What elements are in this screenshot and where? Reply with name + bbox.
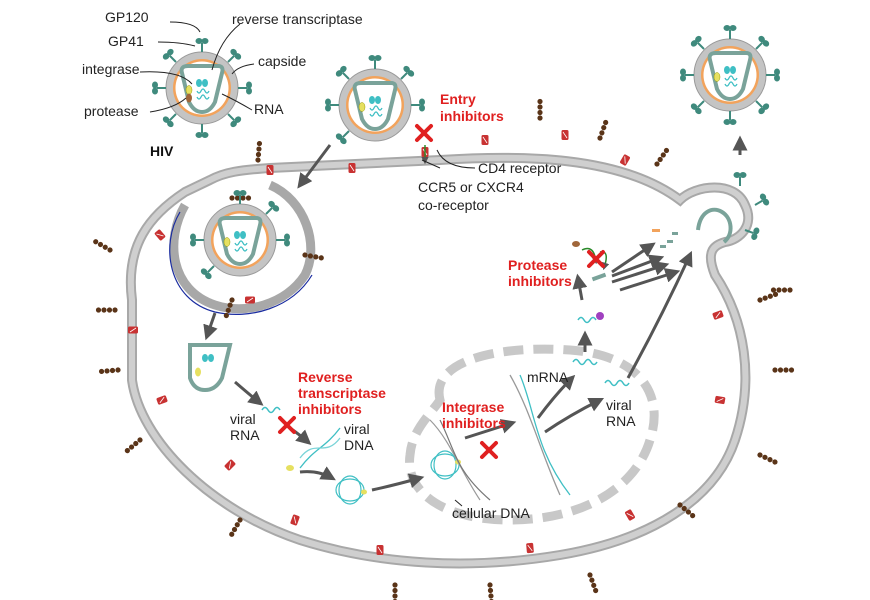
- cellular-dna-label: cellular DNA: [452, 505, 530, 521]
- protease-cleavage: [572, 229, 678, 282]
- rt-inhibitor-x: [278, 416, 296, 434]
- legend-leader-lines: [139, 21, 255, 113]
- coreceptor-label-line1: CCR5 or CXCR4: [418, 179, 524, 195]
- entry-virion: [324, 54, 426, 147]
- gp120-label: GP120: [105, 9, 149, 25]
- integrase-inhibitor-x: [480, 441, 498, 459]
- rt-inhibitors-line1: Reverse: [298, 369, 353, 385]
- mrna-label: mRNA: [527, 369, 569, 385]
- circular-dna-in-nucleus: [430, 450, 460, 480]
- uncoated-capsid: [188, 343, 233, 393]
- viral-dna-label-line1: viral: [344, 421, 370, 437]
- capside-label: capside: [258, 53, 306, 69]
- integrase-label: integrase: [82, 61, 140, 77]
- viral-rna-strand: [261, 406, 281, 414]
- endocytic-pocket: [169, 180, 316, 315]
- entry-inhibitor-x: [415, 124, 433, 142]
- protease-inhibitors-line2: inhibitors: [508, 273, 572, 289]
- viral-dna-helix: [299, 427, 341, 469]
- hiv-virion-legend: [151, 37, 253, 139]
- viral-rna-label-line1: viral: [230, 411, 256, 427]
- integrase-inhibitors-line2: inhibitors: [442, 415, 506, 431]
- integrase-enzyme: [286, 465, 294, 471]
- reverse-transcriptase-label: reverse transcriptase: [232, 11, 363, 27]
- gp41-label: GP41: [108, 33, 144, 49]
- integrase-inhibitors-line1: Integrase: [442, 399, 504, 415]
- cellular-dna-leader: [454, 499, 463, 507]
- mrna-strand: [572, 358, 598, 366]
- entry-inhibitors-line1: Entry: [440, 91, 476, 107]
- rna-label: RNA: [254, 101, 284, 117]
- rt-inhibitors-line2: transcriptase: [298, 385, 386, 401]
- process-arrows: [203, 135, 748, 492]
- entry-inhibitors-line2: inhibitors: [440, 108, 504, 124]
- protease-label: protease: [84, 103, 139, 119]
- ribosome: [596, 312, 604, 320]
- viral-rna-2-label-line2: RNA: [606, 413, 636, 429]
- budding-virion: [696, 171, 772, 244]
- integrase-on-circle: [361, 489, 367, 495]
- viral-rna-2-label-line1: viral: [606, 397, 632, 413]
- viral-rna-strand-2: [604, 379, 630, 387]
- viral-rna-label-line2: RNA: [230, 427, 260, 443]
- cellular-dna: [429, 419, 491, 501]
- viral-dna-label-line2: DNA: [344, 437, 374, 453]
- protease-inhibitor-x: [587, 250, 605, 268]
- hiv-label: HIV: [150, 143, 174, 159]
- released-virion: [679, 24, 781, 126]
- integrated-dna: [509, 374, 571, 496]
- translated-rna: [577, 316, 597, 324]
- coreceptor-label-line2: co-receptor: [418, 197, 489, 213]
- protease-inhibitors-line1: Protease: [508, 257, 567, 273]
- nucleus: [405, 344, 659, 525]
- cd4-receptor-label: CD4 receptor: [478, 160, 562, 176]
- receptor-leader-lines: [421, 149, 476, 169]
- rt-inhibitors-line3: inhibitors: [298, 401, 362, 417]
